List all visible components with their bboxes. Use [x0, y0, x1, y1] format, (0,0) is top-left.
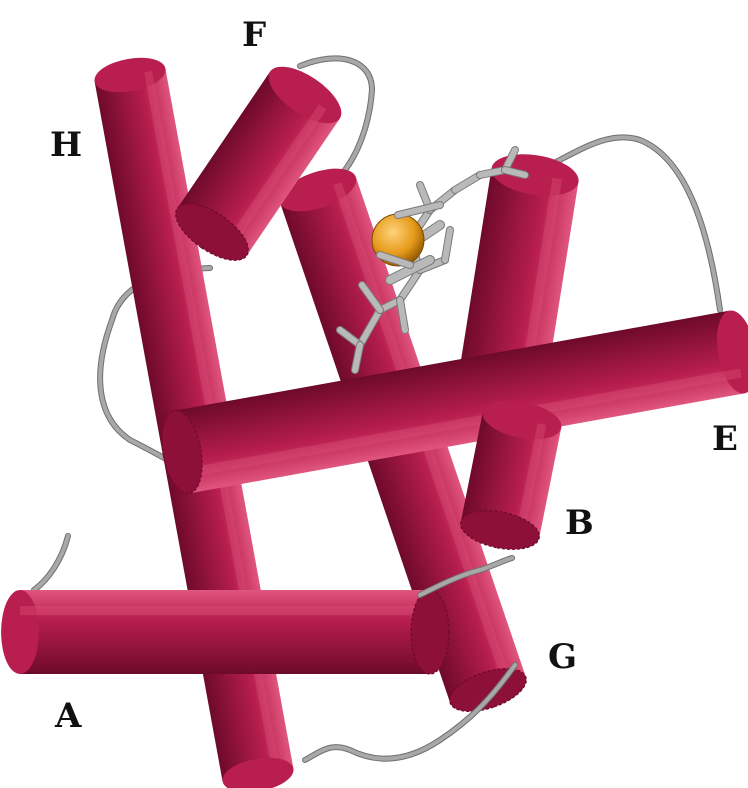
- helix-a: [1, 590, 449, 674]
- helix-label-f: F: [242, 15, 266, 55]
- helix-label-g: G: [548, 637, 577, 677]
- loop-e-top: [550, 137, 720, 310]
- helix-label-e: E: [712, 419, 738, 459]
- loop-e-top-outline: [550, 137, 720, 310]
- loop-a-start-outline: [34, 536, 68, 590]
- helix-label-a: A: [54, 696, 82, 736]
- helix-label-h: H: [50, 125, 82, 165]
- helix-label-b: B: [565, 503, 594, 543]
